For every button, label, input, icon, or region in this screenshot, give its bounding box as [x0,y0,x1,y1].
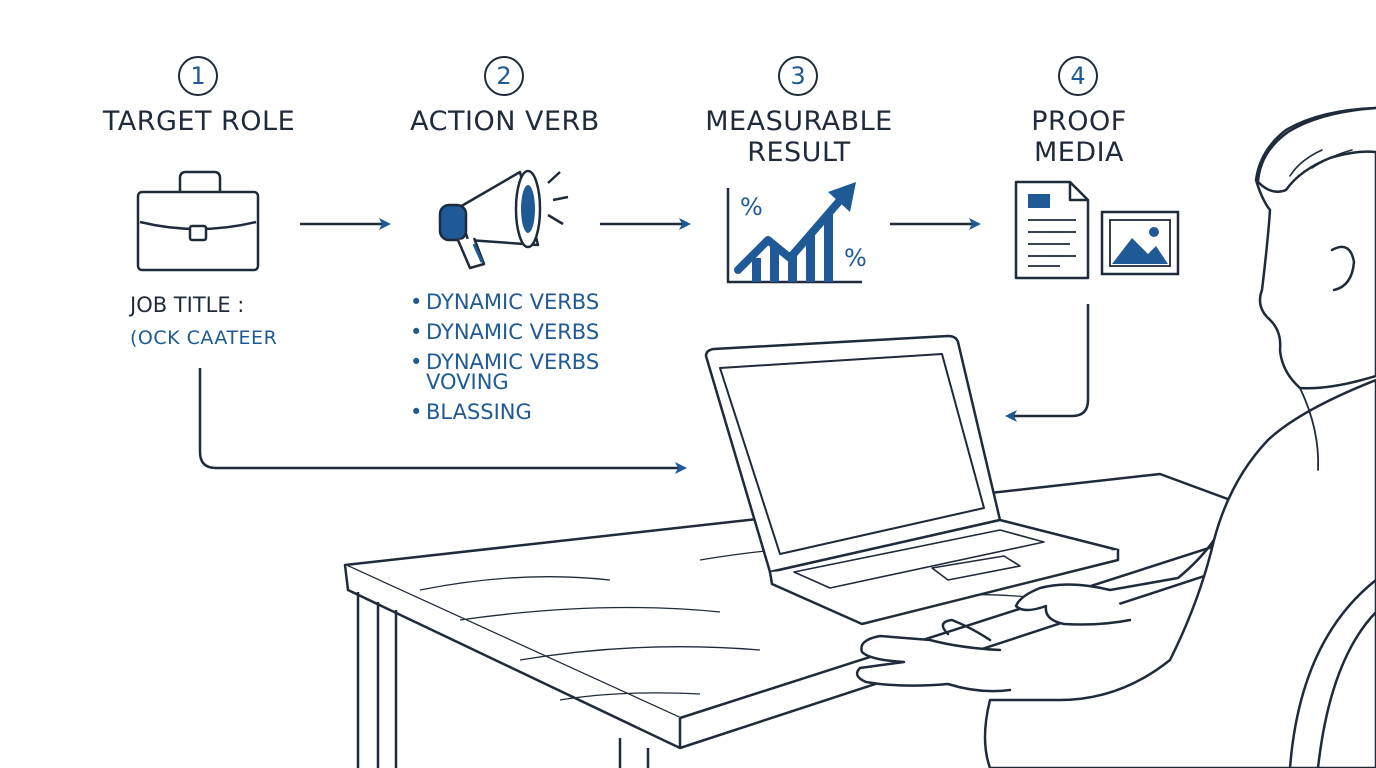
step-2-number: 2 [484,56,524,96]
verb-text: DYNAMIC VERBS [426,320,600,344]
action-verb-list: •DYNAMIC VERBS •DYNAMIC VERBS •DYNAMIC V… [410,292,599,432]
bullet: • [410,320,423,344]
step-3-title: MEASURABLE RESULT [705,106,893,168]
list-item: •DYNAMIC VERBS VOVING [410,350,600,394]
step-2-title: ACTION VERB [410,106,600,137]
arrow-role-to-laptop [198,368,687,474]
arrow-media-to-laptop [1005,304,1090,422]
job-title-value: (OCK CAATEER [130,327,278,349]
bullet: • [410,400,423,424]
verb-text: BLASSING [426,400,532,424]
bullet: • [410,350,423,374]
step-4-title: PROOF MEDIA [1031,106,1127,168]
job-title-label: JOB TITLE : [130,293,245,317]
verb-text: DYNAMIC VERBS [426,290,600,314]
verb-text: DYNAMIC VERBS VOVING [426,350,600,394]
image-icon [1100,210,1180,276]
list-item: •BLASSING [410,400,599,424]
percent-symbol-bottom: % [844,244,867,272]
list-item: •DYNAMIC VERBS [410,290,600,314]
briefcase-icon [136,170,260,272]
percent-symbol-top: % [740,193,763,221]
megaphone-icon [438,169,569,270]
bullet: • [410,290,423,314]
laptop [704,334,1120,626]
growth-chart-icon: % % [726,182,867,284]
step-4-number: 4 [1058,56,1098,96]
step-1-title: TARGET ROLE [102,106,296,137]
step-1-number: 1 [178,56,218,96]
person [855,106,1376,768]
step-3-number: 3 [778,56,818,96]
list-item: •DYNAMIC VERBS [410,320,600,344]
document-icon [1014,180,1090,280]
